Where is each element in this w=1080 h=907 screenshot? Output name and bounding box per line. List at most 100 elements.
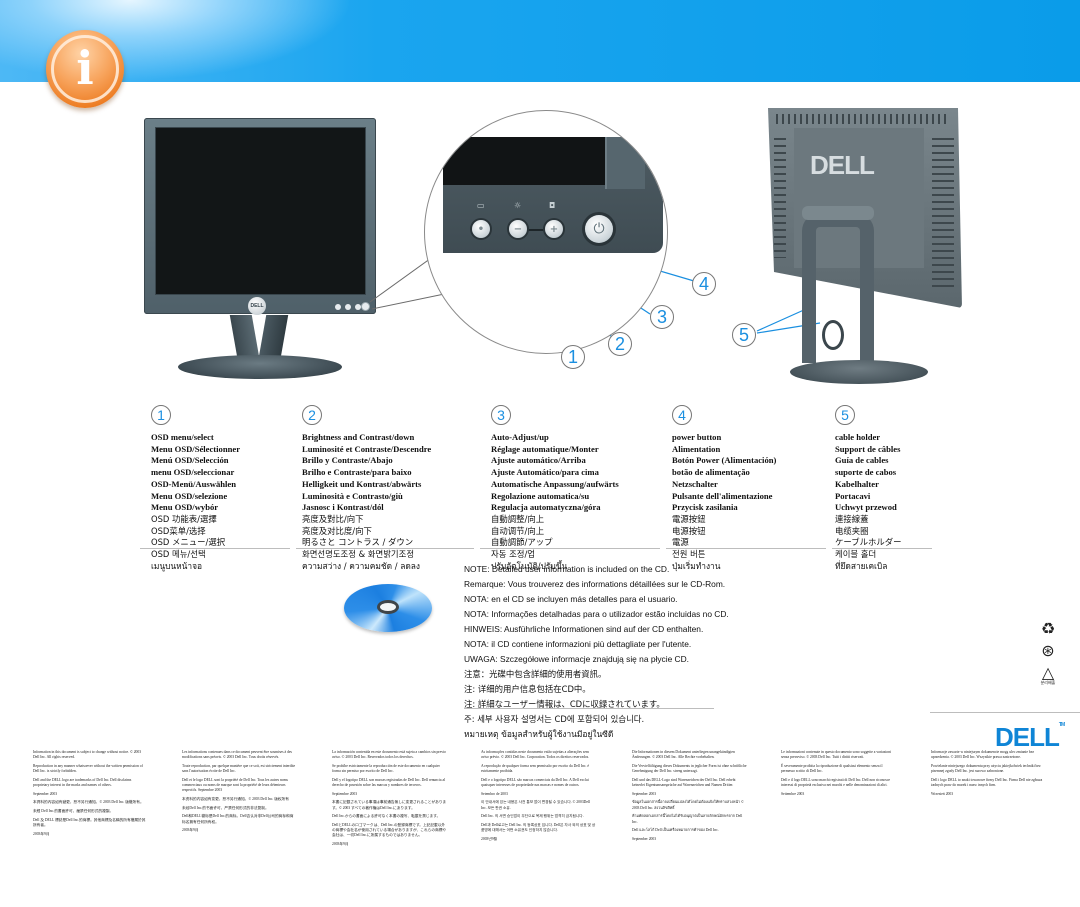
legend-item: Guía de cables (835, 455, 889, 466)
legend-item: Helligkeit und Kontrast/abwärts (302, 478, 422, 489)
menu-label-icon: ▭ (477, 201, 485, 210)
note-line: NOTA: Informações detalhadas para o util… (464, 609, 729, 619)
legal-paragraph: Dell e o logotipo DELL são marcas comerc… (481, 777, 589, 788)
vents-left (774, 138, 786, 258)
legend-item: Ajuste Automático/para cima (491, 467, 599, 478)
legend-item: Auto-Adjust/up (491, 432, 549, 442)
legal-paragraph: DellとDELLのロゴマークは、Dell Inc.の登録商標です。上記記載以外… (332, 823, 447, 838)
legend-item: Brightness and Contrast/down (302, 432, 415, 442)
note-line: UWAGA: Szczegółowe informacje znajdują s… (464, 654, 689, 664)
legend-item: Portacavi (835, 490, 871, 501)
legal-paragraph: Dell과 Dell로고는 Dell Inc. 의 등록상표 입니다. Dell… (481, 823, 596, 833)
control-panel-frame (605, 137, 645, 189)
legal-column-de: Die Informationen in diesem Dokument unt… (632, 750, 747, 846)
legend-item: Botón Power (Alimentación) (672, 455, 777, 466)
legend-number: 1 (151, 405, 171, 425)
auto-adjust-label-icon: ◘ (549, 201, 556, 210)
dell-badge: DELL (248, 297, 266, 315)
recycle-caption: 분리배출 (1040, 680, 1056, 685)
note-line: NOTA: en el CD se incluyen más detalles … (464, 594, 678, 604)
legal-paragraph: 本書に記載されている事項は事前通告無しに変更されることがあります。© 2003 … (332, 800, 447, 810)
legal-paragraph: Les informations contenues dans ce docum… (182, 750, 292, 760)
note-line: NOTA: il CD contiene informazioni più de… (464, 639, 692, 649)
legend-item: ความสว่าง / ความคมชัด / ลดลง (302, 560, 420, 571)
legend-item: Menu OSD/selezione (151, 490, 228, 501)
legal-column-fr: Les informations contenues dans ce docum… (182, 750, 297, 837)
trademark: TM (1058, 722, 1065, 728)
legal-paragraph: La información contenida en este documen… (332, 750, 446, 760)
dell-logo-text: DELL (995, 722, 1060, 752)
monitor-bezel (144, 118, 376, 314)
legend-item: OSD菜单/选择 (151, 525, 206, 536)
legend-item: Alimentation (672, 443, 721, 454)
note-line: 注意：光碟中包含詳細的使用者資訊。 (464, 669, 607, 679)
legend-item: 連接線蓋 (835, 513, 869, 524)
legend-item: Regulacja automatyczna/góra (491, 502, 601, 513)
monitor-base (178, 355, 342, 379)
legend-item: menu OSD/seleccionar (151, 467, 235, 478)
legend-item: 明るさと コントラス / ダウン (302, 537, 414, 548)
legend-item: OSD 메뉴/선택 (151, 549, 206, 560)
divider (140, 548, 290, 549)
menu-button: • (472, 220, 490, 238)
legend-number: 4 (672, 405, 692, 425)
dell-back-logo: DELL (810, 150, 875, 180)
legend-column-4: 4 power button Alimentation Botón Power … (672, 405, 776, 572)
legend-item: 电缆夹圈 (835, 525, 869, 536)
callout-5: 5 (732, 323, 756, 347)
legal-paragraph: ข้อมูลในเอกสารนี้อาจเปลี่ยนแปลงได้โดยไม่… (632, 800, 744, 810)
legend-item: Przycisk zasilania (672, 502, 738, 513)
plus-button: + (545, 220, 563, 238)
front-button-3 (355, 304, 361, 310)
legend-item: 케이블 홀더 (835, 549, 877, 560)
legal-paragraph: Dell Inc. 의 서면 승인없이 무단으로 복제 행위는 엄격히 금지됩니… (481, 814, 584, 819)
legal-paragraph: Dell i logo DELL to znaki towarowe firmy… (931, 777, 1043, 788)
divider (480, 548, 660, 549)
legal-paragraph: Se prohíbe estrictamente la reproducción… (332, 763, 440, 774)
legal-paragraph: Dell et le logo DELL sont la propriété d… (182, 777, 288, 793)
divider (930, 712, 1080, 713)
legend-number: 3 (491, 405, 511, 425)
legend-item: power button (672, 432, 722, 442)
legal-paragraph: È severamente proibita la riproduzione d… (781, 763, 883, 774)
legend-item: Luminosità e Contrasto/giù (302, 490, 403, 501)
legend-item: เมนูบนหน้าจอ (151, 560, 203, 571)
legend-item: suporte de cabos (835, 467, 897, 478)
legal-paragraph: Settembre 2003 (781, 791, 805, 796)
header-band (0, 0, 1080, 82)
legend-item: 自動調節/アップ (491, 537, 553, 548)
dell-logo: DELLTM (995, 722, 1065, 753)
legal-paragraph: Reproduction in any manner whatsoever wi… (33, 763, 143, 774)
legal-paragraph: 未經 Dell Inc.的書面許可，嚴禁任何形式的複製。 (33, 809, 114, 814)
note-line: Remarque: Vous trouverez des information… (464, 579, 726, 589)
minus-button: − (509, 220, 527, 238)
button-connector (523, 229, 553, 231)
legal-paragraph: ห้ามคัดลอกเอกสารนี้โดยไม่ได้รับอนุญาตเป็… (632, 814, 743, 824)
cd-hole (377, 600, 399, 614)
legal-paragraph: Le informazioni contenute in questo docu… (781, 750, 892, 760)
legend-column-3: 3 Auto-Adjust/up Réglage automatique/Mon… (491, 405, 619, 572)
legal-paragraph: Dell and the DELL logo are trademarks of… (33, 777, 132, 788)
vents-right (932, 138, 954, 288)
legend-item: 亮度及對比/向下 (302, 513, 364, 524)
legend-item: Brilho e Contraste/para baixo (302, 467, 412, 478)
legend-item: ที่ยึดสายเคเบิล (835, 560, 888, 571)
legend-item: cable holder (835, 432, 881, 442)
legal-paragraph: Dell e il logo DELL sono marchi registra… (781, 777, 891, 788)
legend-item: 화면선명도조정 & 화면밝기조정 (302, 549, 415, 560)
legend-item: OSD-Menü/Auswählen (151, 478, 236, 489)
legend-column-2: 2 Brightness and Contrast/down Luminosit… (302, 405, 431, 572)
legend-item: Pulsante dell'alimentazione (672, 490, 773, 501)
note-line: หมายเหตุ ข้อมูลสำหรับผู้ใช้งานมีอยู่ในซี… (464, 729, 614, 739)
legal-paragraph: 2003年9月 (33, 831, 50, 836)
legend-item: Menu OSD/Sélectionner (151, 443, 241, 454)
note-line: 注: 詳細なユーザー情報は、CDに収録されています。 (464, 699, 665, 709)
legend-item: Menu OSD/wybór (151, 502, 219, 513)
legend-item: 自动调节/向上 (491, 525, 545, 536)
legend-item: Automatische Anpassung/aufwärts (491, 478, 619, 489)
legend-item: Kabelhalter (835, 478, 879, 489)
note-line: 注: 详细的用户信息包括在CD中。 (464, 684, 591, 694)
legend-column-1: 1 OSD menu/select Menu OSD/Sélectionner … (151, 405, 240, 572)
brightness-label-icon: ☼ (514, 201, 522, 210)
legal-paragraph: Dell和DELL徽标是Dell Inc.的商标。Dell否认对非Dell公司的… (182, 814, 294, 824)
